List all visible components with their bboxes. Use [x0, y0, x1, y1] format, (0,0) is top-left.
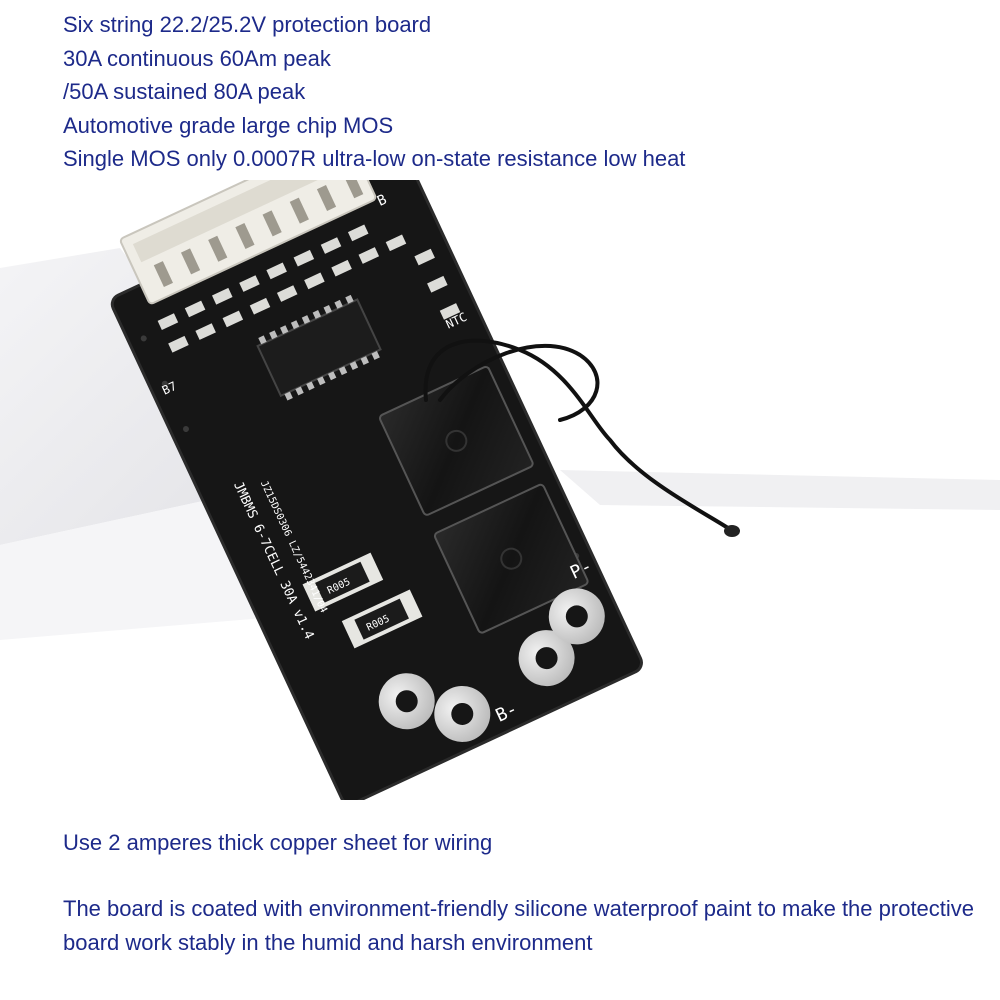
pcb-board: R005 R005 JMBMS 6-7CELL 30A v1.4 JZ15DS0…: [110, 180, 643, 800]
b-minus-pads: B-: [378, 673, 521, 742]
spec-voltage: Six string 22.2/25.2V protection board: [63, 12, 432, 37]
spec-mos-resistance: Single MOS only 0.0007R ultra-low on-sta…: [63, 146, 686, 171]
spec-sustained-current: /50A sustained 80A peak: [63, 79, 306, 104]
mosfet-2: [433, 483, 589, 634]
spec-mos-grade: Automotive grade large chip MOS: [63, 112, 394, 138]
coating-note: The board is coated with environment-fri…: [63, 896, 975, 955]
balance-connector: [119, 180, 377, 305]
smd-components: [157, 224, 461, 353]
ntc-thermistor-wire: [423, 338, 730, 530]
bms-board-photo: R005 R005 JMBMS 6-7CELL 30A v1.4 JZ15DS0…: [0, 180, 1000, 800]
sense-resistor-2: R005: [341, 589, 423, 649]
spec-list: Six string 22.2/25.2V protection board 3…: [63, 8, 685, 176]
header-ref-label: B7: [160, 379, 179, 398]
protection-ic: [256, 294, 382, 401]
wiring-note: Use 2 amperes thick copper sheet for wir…: [63, 830, 493, 855]
sense-resistor-1: R005: [302, 552, 384, 612]
spec-continuous-current: 30A continuous 60Am peak: [63, 45, 331, 71]
mosfet-1: [379, 365, 534, 516]
ntc-sensor-tip: [724, 525, 740, 537]
